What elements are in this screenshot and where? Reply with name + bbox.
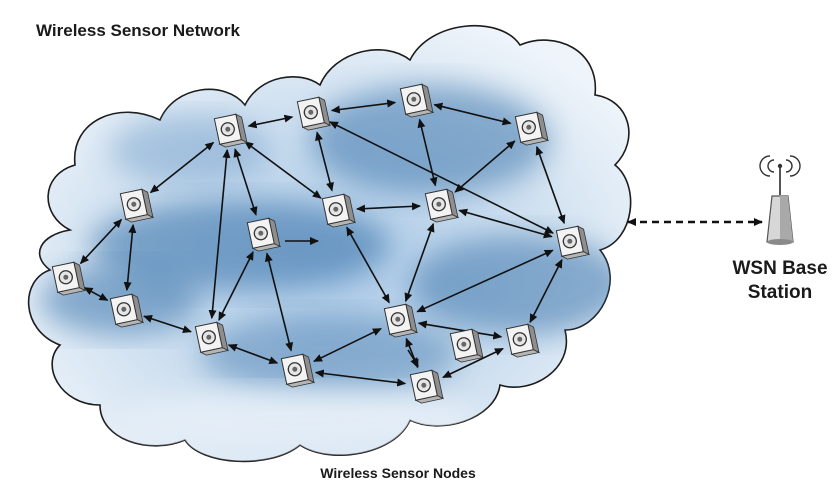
link-n1-n3 xyxy=(247,114,294,129)
link-n4-n5 xyxy=(433,102,512,126)
link-n13-n16 xyxy=(314,369,407,387)
diagram-caption: Wireless Sensor Nodes xyxy=(320,465,476,481)
sensor-node-icon xyxy=(409,369,445,404)
link-n9-n13 xyxy=(264,252,294,352)
sensor-node-icon xyxy=(449,328,485,363)
link-n14-n16 xyxy=(442,347,504,379)
sensor-node-icon xyxy=(280,353,316,388)
link-n12-n13 xyxy=(227,344,279,364)
link-n6-n15 xyxy=(346,226,390,304)
sensor-node-icon xyxy=(109,293,145,328)
antenna-tower-icon xyxy=(766,168,794,245)
link-n2-n11 xyxy=(123,223,137,292)
link-n1-n2 xyxy=(149,141,215,194)
sensor-node-icon xyxy=(194,321,230,356)
sensor-node-icon xyxy=(321,193,357,228)
link-n1-n9 xyxy=(233,148,258,216)
link-n3-n4 xyxy=(330,99,397,114)
link-n11-n12 xyxy=(143,314,192,334)
link-n13-n15 xyxy=(313,327,382,363)
sensor-node-icon xyxy=(51,261,87,296)
sensor-node-icon xyxy=(505,323,541,358)
link-n1-n12 xyxy=(208,148,231,320)
sensor-node-icon xyxy=(514,111,550,146)
sensor-node-icon xyxy=(296,96,332,131)
sensor-node-icon xyxy=(119,188,155,223)
link-n8-n11 xyxy=(83,286,109,302)
base-station-label-line1: WSN Base xyxy=(732,258,827,279)
link-n3-n10 xyxy=(329,121,554,234)
sensor-node-icon xyxy=(383,303,419,338)
link-n10-n14 xyxy=(529,258,563,324)
sensor-node-icon xyxy=(424,188,460,223)
sensor-node-icon xyxy=(399,83,435,118)
network-cloud xyxy=(27,25,632,463)
link-n9-n12 xyxy=(218,251,254,321)
base-station: WSN Base Station xyxy=(732,155,828,303)
link-n2-n8 xyxy=(79,218,123,265)
link-n15-n14 xyxy=(417,320,503,340)
network-links xyxy=(79,99,566,387)
diagram-title: Wireless Sensor Network xyxy=(36,21,240,40)
stray-link-1 xyxy=(407,349,419,367)
sensor-nodes xyxy=(51,83,591,404)
sensor-node-icon xyxy=(555,225,591,260)
sensor-node-icon xyxy=(213,113,249,148)
base-station-label-line2: Station xyxy=(748,282,812,303)
link-n1-n6 xyxy=(244,141,322,199)
radio-waves-icon xyxy=(759,155,801,177)
sensor-node-icon xyxy=(246,217,282,252)
